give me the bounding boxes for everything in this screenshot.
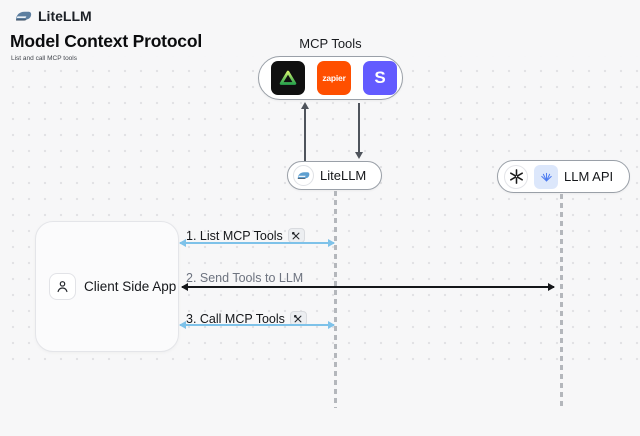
message-2-text: 2. Send Tools to LLM: [186, 271, 304, 285]
stripe-letter: S: [374, 68, 386, 87]
person-icon: [49, 273, 76, 300]
client-side-app-node: Client Side App: [35, 221, 179, 352]
message-label-2: 2. Send Tools to LLM: [186, 271, 303, 285]
llm-api-node: LLM API: [497, 160, 630, 193]
zapier-wordmark: zapier: [322, 73, 346, 83]
openai-logo: [504, 164, 528, 189]
litellm-lifeline: [334, 191, 337, 408]
message-3-text: 3. Call MCP Tools: [186, 311, 285, 326]
brand-label: LiteLLM: [38, 8, 92, 24]
llm-api-lifeline: [560, 194, 563, 408]
arrow-send-tools-to-llm: [181, 283, 555, 291]
arrow-list-mcp-tools: [179, 239, 335, 246]
provider-blue-logo: [534, 164, 558, 189]
llm-api-node-label: LLM API: [564, 169, 614, 184]
page-title: Model Context Protocol: [10, 31, 202, 51]
arrow-call-mcp-tools: [179, 321, 335, 328]
litellm-node: LiteLLM: [287, 161, 382, 190]
arrow-mcp-to-litellm: [355, 103, 362, 159]
zapier-logo: zapier: [317, 61, 351, 95]
app-brand: LiteLLM: [15, 8, 92, 24]
hammer-wrench-icon: [289, 311, 307, 326]
triangle-tool-logo: [271, 61, 305, 95]
mcp-tools-label: MCP Tools: [299, 36, 362, 51]
message-label-1: 1. List MCP Tools: [186, 228, 305, 243]
litellm-node-label: LiteLLM: [320, 168, 367, 183]
litellm-train-icon: [15, 9, 32, 23]
message-1-text: 1. List MCP Tools: [186, 228, 283, 243]
client-node-label: Client Side App: [84, 279, 177, 294]
litellm-train-icon: [293, 165, 314, 186]
page-subtitle: List and call MCP tools: [11, 55, 77, 62]
stripe-logo: S: [363, 61, 397, 95]
hammer-wrench-icon: [287, 228, 305, 243]
arrow-litellm-to-mcp: [301, 102, 308, 161]
mcp-tools-node: zapier S: [258, 56, 403, 100]
message-label-3: 3. Call MCP Tools: [186, 311, 307, 326]
